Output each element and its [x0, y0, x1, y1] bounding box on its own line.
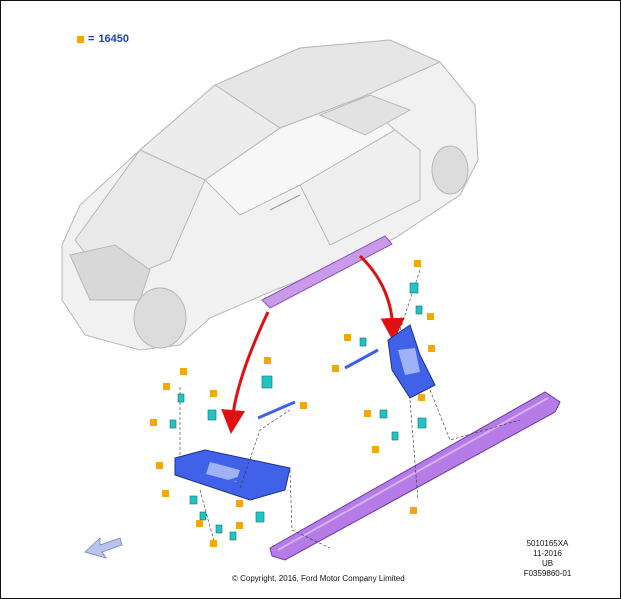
vehicle-running-board: [261, 235, 393, 309]
legend-part-number: 16450: [98, 33, 130, 45]
doc-figure: F0359860-01: [523, 569, 572, 578]
leader-lines: [179, 269, 521, 549]
indicator-arrow-right: [358, 254, 405, 342]
left-bracket: [174, 449, 291, 501]
clip-strip-lower: [212, 476, 241, 488]
vehicle-body: [61, 39, 479, 351]
doc-code: 5010165XA: [526, 539, 569, 548]
direction-arrow-icon: [84, 537, 123, 559]
document-reference: 5010165XA 11-2016 UB F0359860-01: [505, 539, 590, 579]
clip-strip-left: [257, 400, 296, 420]
legend-equals: =: [88, 33, 95, 45]
legend: = 16450: [77, 33, 129, 45]
fasteners: [169, 282, 427, 541]
legend-marker: [77, 35, 84, 43]
part-markers: [150, 260, 435, 547]
clip-strip-right: [344, 348, 379, 370]
running-board: [269, 391, 561, 561]
doc-region: UB: [541, 559, 554, 568]
indicator-arrow-left: [221, 311, 270, 434]
doc-date: 11-2016: [533, 549, 562, 558]
copyright-notice: © Copyright, 2016, Ford Motor Company Li…: [232, 574, 405, 583]
right-bracket: [387, 324, 436, 399]
